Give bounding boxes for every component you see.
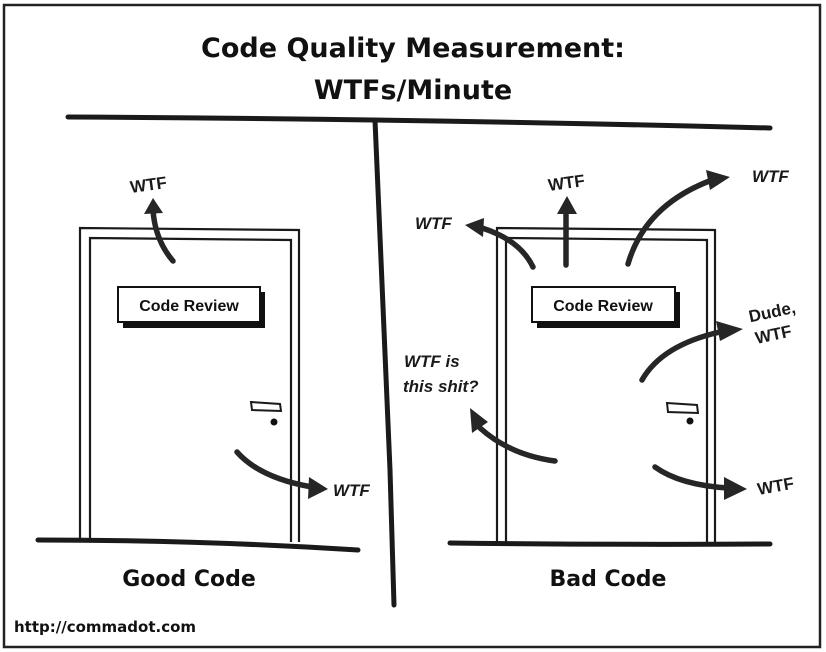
floor-bad — [447, 540, 773, 547]
sign-bad: Code Review — [531, 286, 680, 328]
door-bad — [495, 226, 717, 542]
door-handle-icon — [665, 401, 700, 415]
exclamation-wtf: WTF — [129, 173, 168, 197]
vertical-divider — [372, 117, 397, 608]
floor-good — [35, 537, 361, 553]
exclamation-wtf: WTF — [752, 167, 789, 186]
exclamation-wtf: WTF — [333, 481, 370, 500]
credit-link[interactable]: http://commadot.com — [14, 618, 196, 636]
caption-bad-code: Bad Code — [550, 567, 667, 592]
exclamation-this-shit: this shit? — [403, 377, 479, 396]
title-line-2: WTFs/Minute — [314, 75, 512, 106]
wtf-arrow-up-right — [625, 170, 730, 267]
horizontal-divider — [65, 114, 773, 131]
wtf-arrow-up — [144, 198, 176, 264]
wtf-arrow-right — [652, 464, 747, 500]
exclamation-wtf: WTF — [415, 214, 452, 233]
exclamation-wtf-is: WTF is — [404, 352, 460, 371]
keyhole-icon — [686, 417, 694, 425]
caption-good-code: Good Code — [122, 567, 256, 592]
sign-label: Code Review — [139, 298, 239, 315]
wtf-arrow-dude — [639, 321, 743, 383]
wtf-arrow-left — [470, 408, 558, 464]
sign-label: Code Review — [553, 298, 653, 315]
wtf-arrow-up-left — [465, 218, 536, 270]
door-handle-icon — [249, 400, 283, 413]
wtf-arrow-right — [234, 449, 328, 499]
exclamation-wtf: WTF — [547, 171, 586, 195]
sign-good: Code Review — [117, 286, 265, 328]
title-line-1: Code Quality Measurement: — [201, 33, 625, 64]
door-good — [78, 226, 301, 542]
wtf-arrow-up — [557, 196, 577, 268]
keyhole-icon — [270, 418, 278, 426]
panel-bad-code: Code Review WTF WTF WTF Dude, WTF — [403, 167, 797, 592]
panel-good-code: Code Review WTF WTF Good Code — [35, 173, 370, 592]
